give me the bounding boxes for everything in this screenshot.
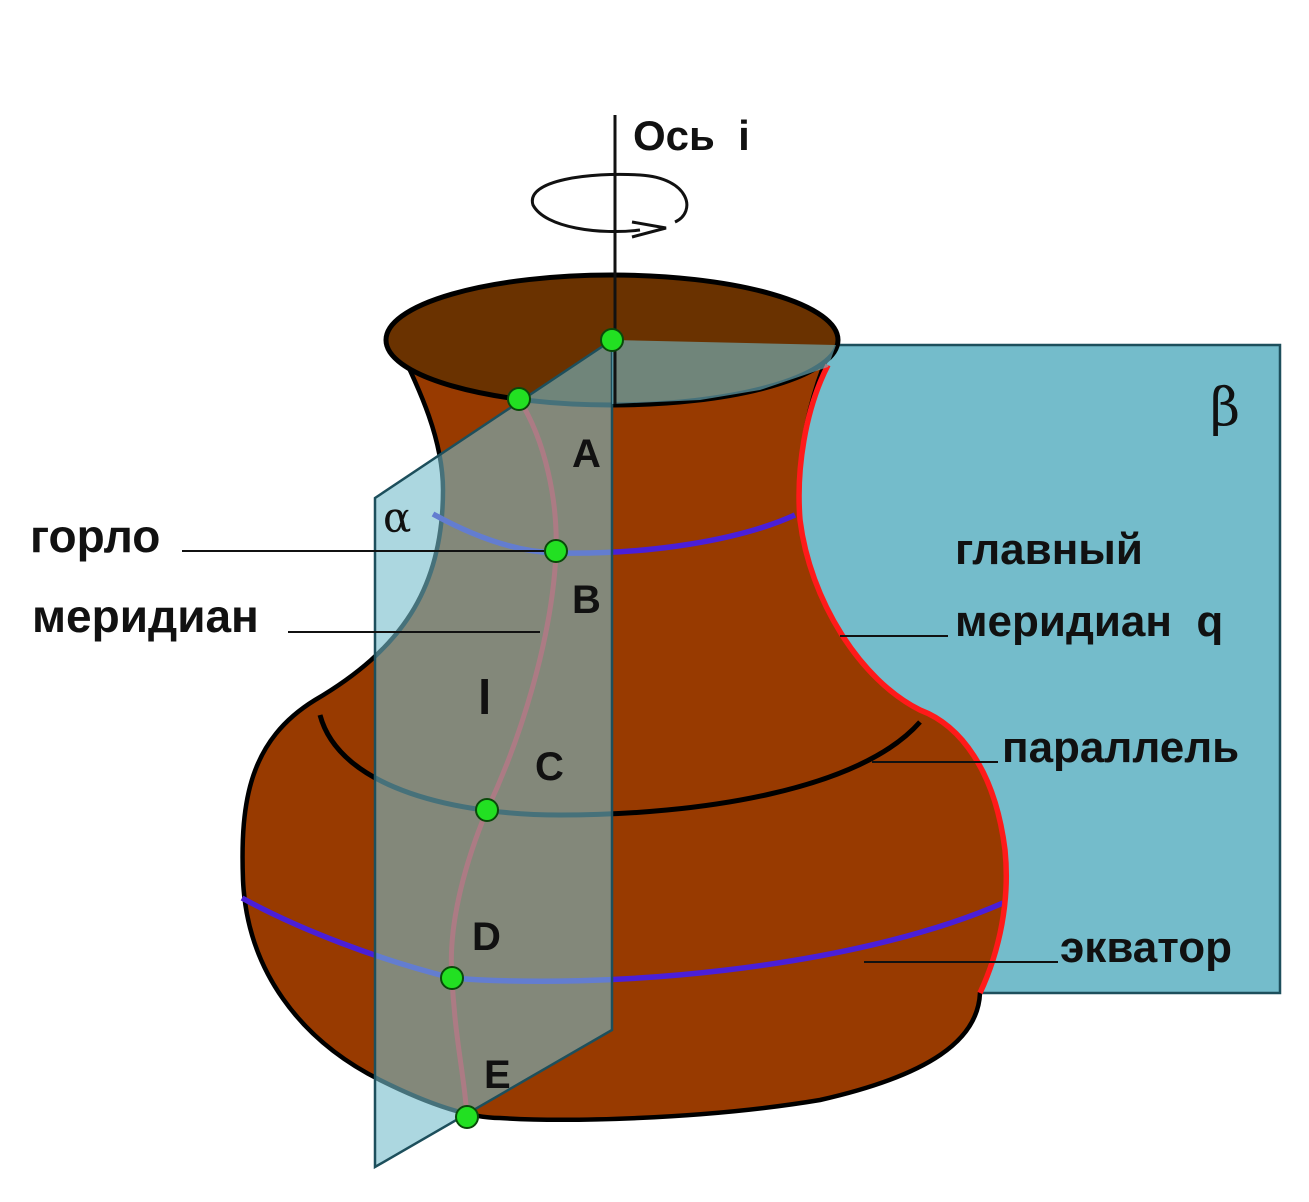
- throat-label: горло: [30, 510, 160, 562]
- axis-label: Ось i: [633, 112, 750, 159]
- plane-beta-label: β: [1210, 378, 1240, 438]
- point-axis-top: [600, 328, 624, 352]
- point-b: [544, 539, 568, 563]
- main-meridian-label-line1: главный: [955, 525, 1143, 574]
- point-d: [440, 966, 464, 990]
- parallel-label: параллель: [1002, 723, 1239, 772]
- point-c-label: C: [535, 745, 564, 789]
- meridian-label: меридиан: [32, 590, 259, 642]
- point-rim: [507, 387, 531, 411]
- point-d-label: D: [472, 915, 501, 959]
- point-c: [475, 798, 499, 822]
- equator-label: экватор: [1060, 923, 1232, 972]
- curve-l-label: l: [478, 672, 491, 725]
- main-meridian-label-line2: меридиан q: [955, 597, 1223, 646]
- rotation-arrow-icon: [530, 172, 689, 239]
- main-meridian-q: [796, 363, 1010, 995]
- plane-beta-mouth: [612, 340, 836, 404]
- point-e: [455, 1105, 479, 1129]
- point-e-label: E: [484, 1053, 511, 1097]
- point-b-label: B: [572, 578, 601, 622]
- point-a-label: A: [572, 432, 601, 476]
- plane-alpha-label: α: [383, 493, 411, 542]
